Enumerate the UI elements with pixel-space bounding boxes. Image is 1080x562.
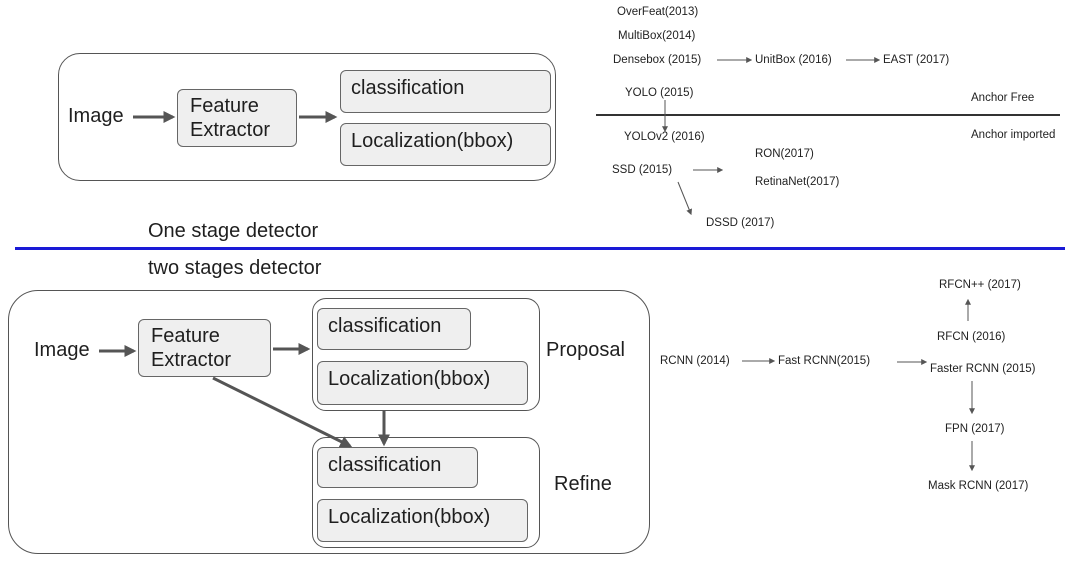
node-fast-rcnn: Fast RCNN(2015) <box>778 355 871 367</box>
proposal-localization-box: Localization(bbox) <box>317 361 528 405</box>
node-rfcn-pp: RFCN++ (2017) <box>939 279 1021 291</box>
node-ssd: SSD (2015) <box>612 164 673 176</box>
two-stage-feature-extractor-box: Feature Extractor <box>138 319 271 377</box>
refine-label: Refine <box>554 473 612 495</box>
node-yolo: YOLO (2015) <box>625 87 694 99</box>
node-rcnn: RCNN (2014) <box>660 355 730 367</box>
node-mask-rcnn: Mask RCNN (2017) <box>928 480 1029 492</box>
two-stage-image-label: Image <box>34 339 90 361</box>
one-stage-feature-extractor-box: Feature Extractor <box>177 89 297 147</box>
node-overfeat: OverFeat(2013) <box>617 6 699 18</box>
refine-localization-box: Localization(bbox) <box>317 499 528 542</box>
one-stage-caption: One stage detector <box>148 220 319 242</box>
node-retinanet: RetinaNet(2017) <box>755 176 840 188</box>
node-east: EAST (2017) <box>883 54 950 66</box>
arrow-ssd-to-dssd <box>677 181 692 216</box>
one-stage-localization-box: Localization(bbox) <box>340 123 551 166</box>
one-stage-classification-box: classification <box>340 70 551 113</box>
two-stage-caption: two stages detector <box>148 257 322 279</box>
proposal-label: Proposal <box>546 339 625 361</box>
label-anchor-imported: Anchor imported <box>971 129 1056 141</box>
label-anchor-free: Anchor Free <box>971 92 1035 104</box>
two-stage-feature-extractor-line2: Extractor <box>151 349 232 371</box>
anchor-split-line <box>596 114 1060 116</box>
node-unitbox: UnitBox (2016) <box>755 54 832 66</box>
node-multibox: MultiBox(2014) <box>618 30 696 42</box>
node-ron: RON(2017) <box>755 148 814 160</box>
arrow-extractor-to-refine <box>212 376 353 448</box>
node-faster-rcnn: Faster RCNN (2015) <box>930 363 1036 375</box>
node-densebox: Densebox (2015) <box>613 54 702 66</box>
node-dssd: DSSD (2017) <box>706 217 775 229</box>
proposal-classification-box: classification <box>317 308 471 350</box>
node-rfcn: RFCN (2016) <box>937 331 1006 343</box>
one-stage-feature-extractor-line2: Extractor <box>190 119 271 141</box>
refine-classification-box: classification <box>317 447 478 488</box>
node-yolov2: YOLOv2 (2016) <box>624 131 705 143</box>
two-stage-feature-extractor-line1: Feature <box>151 325 220 347</box>
one-stage-feature-extractor-line1: Feature <box>190 95 259 117</box>
one-stage-image-label: Image <box>68 105 124 127</box>
node-fpn: FPN (2017) <box>945 423 1005 435</box>
stage-divider-line <box>15 247 1065 250</box>
